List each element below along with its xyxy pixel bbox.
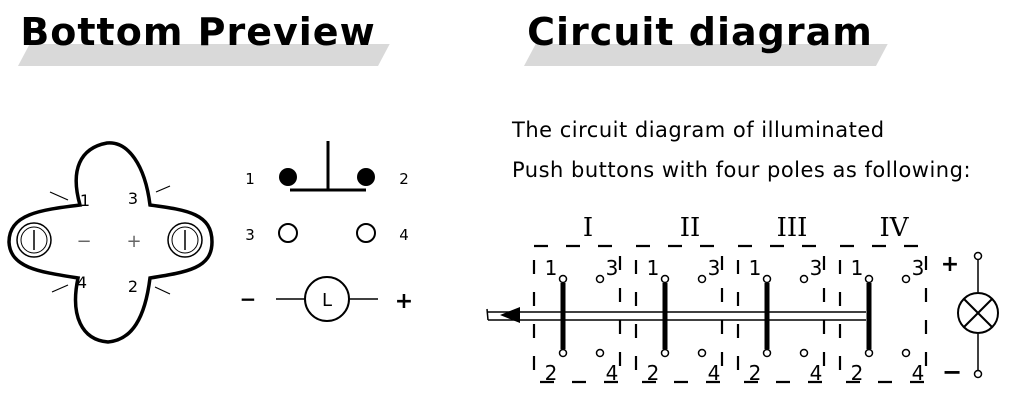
lamp-circuit: + − — [941, 251, 999, 386]
contact-terminal — [697, 348, 707, 358]
switch-outline — [7, 141, 214, 344]
bottom-preview-title-text: Bottom Preview — [20, 10, 376, 54]
contact-terminal — [660, 348, 670, 358]
pin-label: 4 — [77, 273, 87, 292]
contact-number: 1 — [749, 256, 762, 280]
contact-terminal — [595, 274, 605, 284]
legend-pin-label: 2 — [399, 170, 409, 188]
contact-terminal — [901, 274, 911, 284]
pole-label: I — [583, 213, 593, 243]
contact-number: 2 — [647, 361, 660, 385]
contact-closed — [279, 168, 297, 186]
pin-label: 3 — [128, 189, 138, 208]
contact-number: 2 — [749, 361, 762, 385]
arrow-left-icon — [500, 307, 520, 323]
plus-sign: + — [395, 289, 413, 314]
contact-open — [356, 223, 376, 243]
pole-block: II 1 3 2 4 — [634, 213, 724, 385]
contact-number: 2 — [851, 361, 864, 385]
pin-label: 2 — [128, 277, 138, 296]
circuit-diagram-title: Circuit diagram — [524, 10, 888, 66]
contact-terminal — [660, 274, 670, 284]
contact-terminal — [799, 348, 809, 358]
minus-sign: − — [942, 358, 962, 386]
contact-legend: 1 2 3 4 L − + — [240, 141, 413, 322]
pole-enclosure — [736, 244, 826, 384]
contact-number: 4 — [810, 361, 823, 385]
circuit-diagram-title-text: Circuit diagram — [527, 10, 873, 54]
contact-number: 3 — [708, 256, 721, 280]
plus-sign: + — [941, 252, 959, 277]
contact-number: 4 — [606, 361, 619, 385]
contact-terminal — [697, 274, 707, 284]
contact-terminal — [799, 274, 809, 284]
contact-terminal — [864, 274, 874, 284]
description-line-2: Push buttons with four poles as followin… — [512, 158, 972, 182]
contact-closed — [357, 168, 375, 186]
contact-terminal — [864, 348, 874, 358]
contact-number: 1 — [851, 256, 864, 280]
contact-terminal — [901, 348, 911, 358]
contact-number: 1 — [647, 256, 660, 280]
contact-open — [278, 223, 298, 243]
pole-block: I 1 3 2 4 — [532, 213, 622, 385]
contact-number: 2 — [545, 361, 558, 385]
minus-sign: − — [240, 287, 257, 311]
contact-number: 1 — [545, 256, 558, 280]
pole-label: IV — [879, 213, 909, 243]
pole-label: III — [777, 213, 808, 243]
terminal-right — [167, 222, 203, 258]
contact-number: 3 — [606, 256, 619, 280]
lamp-icon — [304, 276, 350, 322]
circuit-schematic: I 1 3 2 4 II 1 3 2 4 III 1 3 2 4 IV 1 3 2 4 + − — [486, 213, 999, 386]
contact-terminal — [558, 348, 568, 358]
contact-number: 4 — [708, 361, 721, 385]
contact-number: 3 — [810, 256, 823, 280]
contact-terminal — [762, 274, 772, 284]
legend-pin-label: 3 — [245, 226, 255, 244]
minus-sign: − — [76, 231, 91, 252]
plus-sign: + — [126, 231, 141, 252]
switch-bottom-view: 1 3 4 2 − + — [7, 141, 214, 344]
lamp-icon — [957, 292, 999, 334]
terminal-left — [16, 222, 52, 258]
pole-enclosure — [838, 244, 928, 384]
lamp-label: L — [322, 290, 332, 311]
pole-enclosure — [532, 244, 622, 384]
contact-number: 4 — [912, 361, 925, 385]
pole-block: III 1 3 2 4 — [736, 213, 826, 385]
bottom-preview-title: Bottom Preview — [18, 10, 390, 66]
contact-terminal — [558, 274, 568, 284]
pole-enclosure — [634, 244, 724, 384]
contact-terminal — [595, 348, 605, 358]
legend-pin-label: 1 — [245, 170, 255, 188]
pole-label: II — [680, 213, 701, 243]
legend-pin-label: 4 — [399, 226, 409, 244]
pin-label: 1 — [80, 191, 90, 210]
description-line-1: The circuit diagram of illuminated — [512, 118, 885, 142]
pole-block: IV 1 3 2 4 — [838, 213, 928, 385]
contact-number: 3 — [912, 256, 925, 280]
contact-terminal — [762, 348, 772, 358]
